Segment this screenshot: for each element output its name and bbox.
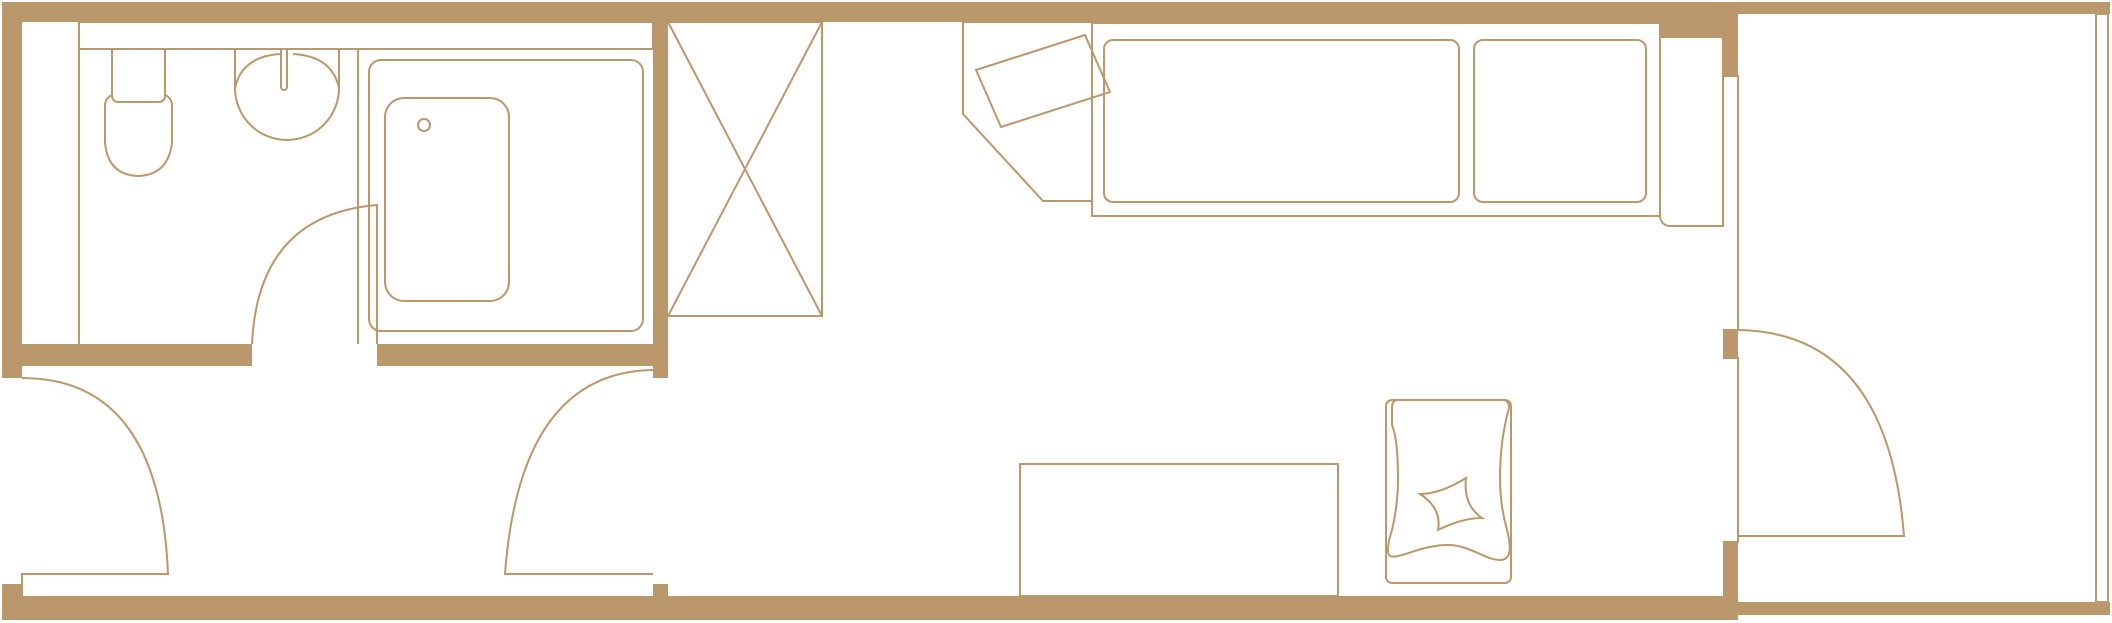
toilet bbox=[104, 48, 173, 178]
shower bbox=[667, 21, 823, 317]
bedroom-fixtures bbox=[962, 21, 1906, 597]
bathroom-door bbox=[251, 203, 378, 345]
table bbox=[1019, 463, 1339, 597]
wardrobe bbox=[1659, 36, 1724, 227]
bathtub bbox=[368, 59, 644, 332]
entry-door-right bbox=[1737, 329, 1906, 537]
bathroom-fixtures bbox=[21, 21, 823, 596]
partition-glass bbox=[1723, 75, 1739, 543]
bath-door bbox=[503, 369, 654, 575]
sink bbox=[234, 49, 340, 141]
bed bbox=[1091, 22, 1661, 217]
armchair bbox=[1385, 399, 1512, 584]
desk bbox=[962, 21, 1093, 202]
entry-door-left bbox=[21, 377, 170, 596]
